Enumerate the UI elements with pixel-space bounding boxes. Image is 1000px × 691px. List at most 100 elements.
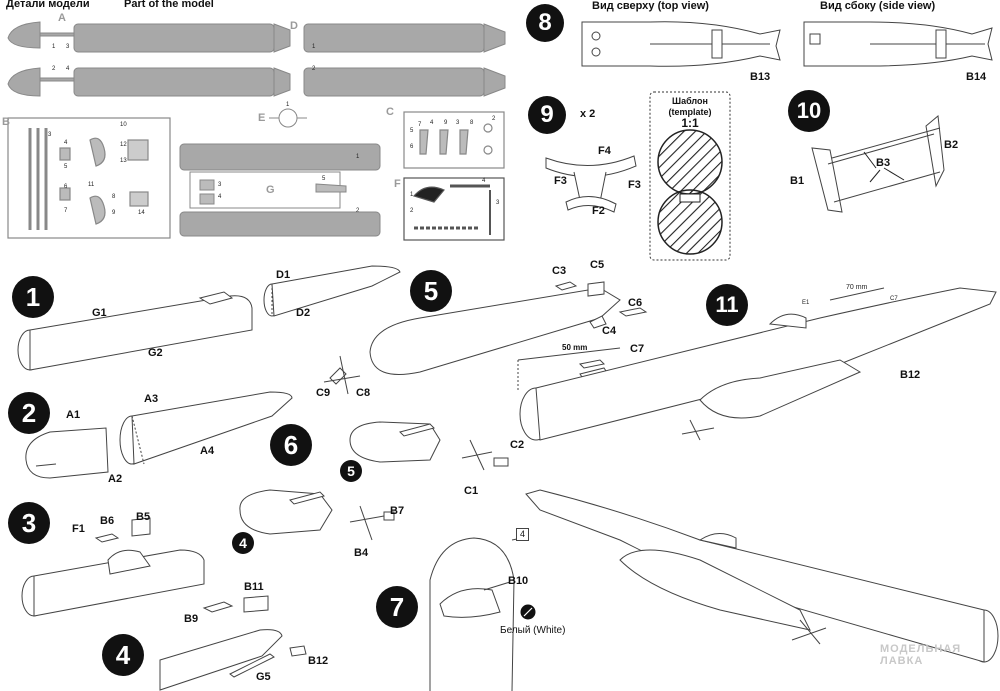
step-9-badge: 9: [528, 96, 566, 134]
sprue-letter-g: G: [266, 184, 275, 196]
sprue-letter-a: A: [58, 12, 66, 24]
sprue-letter-b: B: [2, 116, 10, 128]
part-d1: D1: [276, 269, 291, 281]
step7-nose-detail: [429, 537, 536, 691]
sprue-a: [7, 21, 291, 97]
step11-upper: [517, 287, 997, 441]
sprue-a-num: 1: [52, 44, 56, 50]
step8-side-view: [803, 21, 993, 67]
step9-parts: [545, 155, 637, 213]
step-6-badge: 6: [270, 424, 312, 466]
template-title-en: (template): [668, 107, 712, 117]
sprue-letter-f: F: [394, 178, 401, 190]
part-d2: D2: [296, 307, 311, 319]
part-a3: A3: [144, 393, 159, 405]
part-c8: C8: [356, 387, 371, 399]
step1-nose: [263, 265, 401, 317]
step11-dimension: 70 mm: [846, 284, 868, 291]
step4-hull: [159, 595, 307, 691]
sprue-b: [7, 117, 171, 239]
step6-lower: [239, 489, 395, 541]
step3-hull: [21, 517, 205, 617]
step11-lower: [525, 489, 999, 663]
sprue-c-num: 8: [470, 120, 474, 126]
sprue-g-num: 4: [218, 194, 222, 200]
sprue-c-num: 3: [456, 120, 460, 126]
sprue-b-num: 7: [64, 208, 68, 214]
part-g5: G5: [256, 671, 271, 683]
sprue-b-num: 9: [112, 210, 116, 216]
step6-ref-5: 5: [340, 460, 362, 482]
watermark-logo-text: МОДЕЛЬНАЯ ЛАВКА: [880, 643, 962, 667]
part-c5: C5: [590, 259, 605, 271]
step8-top-view-label: Вид сверху (top view): [592, 0, 709, 12]
part-c9: C9: [316, 387, 331, 399]
part-b11: B11: [244, 581, 264, 593]
part-b1: B1: [790, 175, 805, 187]
template-title-ru: Шаблон: [672, 96, 708, 106]
part-b4: B4: [354, 547, 369, 559]
part-b13: B13: [750, 71, 771, 83]
header-parts-en: Part of the model: [124, 0, 214, 10]
sprue-letter-c: C: [386, 106, 394, 118]
sprue-b-num: 4: [64, 140, 68, 146]
part-a4: A4: [200, 445, 215, 457]
part-a1: A1: [66, 409, 81, 421]
sprue-c-num: 7: [418, 122, 422, 128]
color-ref-white: Белый (White): [500, 625, 566, 636]
part-c1: C1: [464, 485, 479, 497]
sprue-e-num: 1: [286, 102, 290, 108]
step-4-badge: 4: [102, 634, 144, 676]
sprue-b-num: 6: [64, 184, 68, 190]
sprue-b-num: 10: [120, 122, 127, 128]
sprue-f-num: 3: [496, 200, 500, 206]
sprue-b-num: 8: [112, 194, 116, 200]
sprue-e: [269, 108, 307, 128]
part-c4: C4: [602, 325, 617, 337]
sprue-c: [403, 111, 505, 169]
part-f1: F1: [72, 523, 85, 535]
part-c3: C3: [552, 265, 567, 277]
part-c7-assembly: C7: [890, 296, 898, 302]
sprue-f: [403, 177, 505, 241]
sprue-b-num: 11: [88, 182, 95, 188]
sprue-f-num: 4: [482, 178, 486, 184]
part-e1: E1: [802, 300, 810, 306]
part-c6: C6: [628, 297, 643, 309]
sprue-g: [179, 143, 381, 237]
sprue-b-num: 13: [120, 158, 127, 164]
part-b12: B12: [308, 655, 329, 667]
sprue-d: [303, 23, 506, 97]
sprue-c-num: 4: [430, 120, 434, 126]
sprue-a-num: 2: [52, 66, 56, 72]
step5-dimension: 50 mm: [562, 343, 588, 352]
watermark-line-1: МОДЕЛЬНАЯ: [880, 643, 962, 655]
sprue-letter-e: E: [258, 112, 266, 124]
part-b9: B9: [184, 613, 199, 625]
step-10-badge: 10: [788, 90, 830, 132]
step6-upper: [349, 421, 509, 471]
part-f3-right: F3: [628, 179, 641, 191]
template-scale: 1:1: [681, 116, 699, 130]
sprue-g-num: 2: [356, 208, 360, 214]
sprue-d-num: 2: [312, 66, 316, 72]
part-b5: B5: [136, 511, 151, 523]
sprue-c-num: 2: [492, 116, 496, 122]
part-b2: B2: [944, 139, 959, 151]
header-parts-ru: Детали модели: [6, 0, 90, 10]
step10-stand: [811, 115, 945, 213]
step-7-badge: 7: [376, 586, 418, 628]
sprue-f-num: 2: [410, 208, 414, 214]
sprue-letter-d: D: [290, 20, 298, 32]
part-f3-left: F3: [554, 175, 567, 187]
part-g2: G2: [148, 347, 163, 359]
part-a2: A2: [108, 473, 123, 485]
step10-arrows: [863, 151, 905, 183]
step1-hull: [17, 291, 253, 371]
part-b6: B6: [100, 515, 115, 527]
step-2-badge: 2: [8, 392, 50, 434]
part-b3: B3: [876, 157, 891, 169]
sprue-c-num: 9: [444, 120, 448, 126]
sprue-g-num: 1: [356, 154, 360, 160]
